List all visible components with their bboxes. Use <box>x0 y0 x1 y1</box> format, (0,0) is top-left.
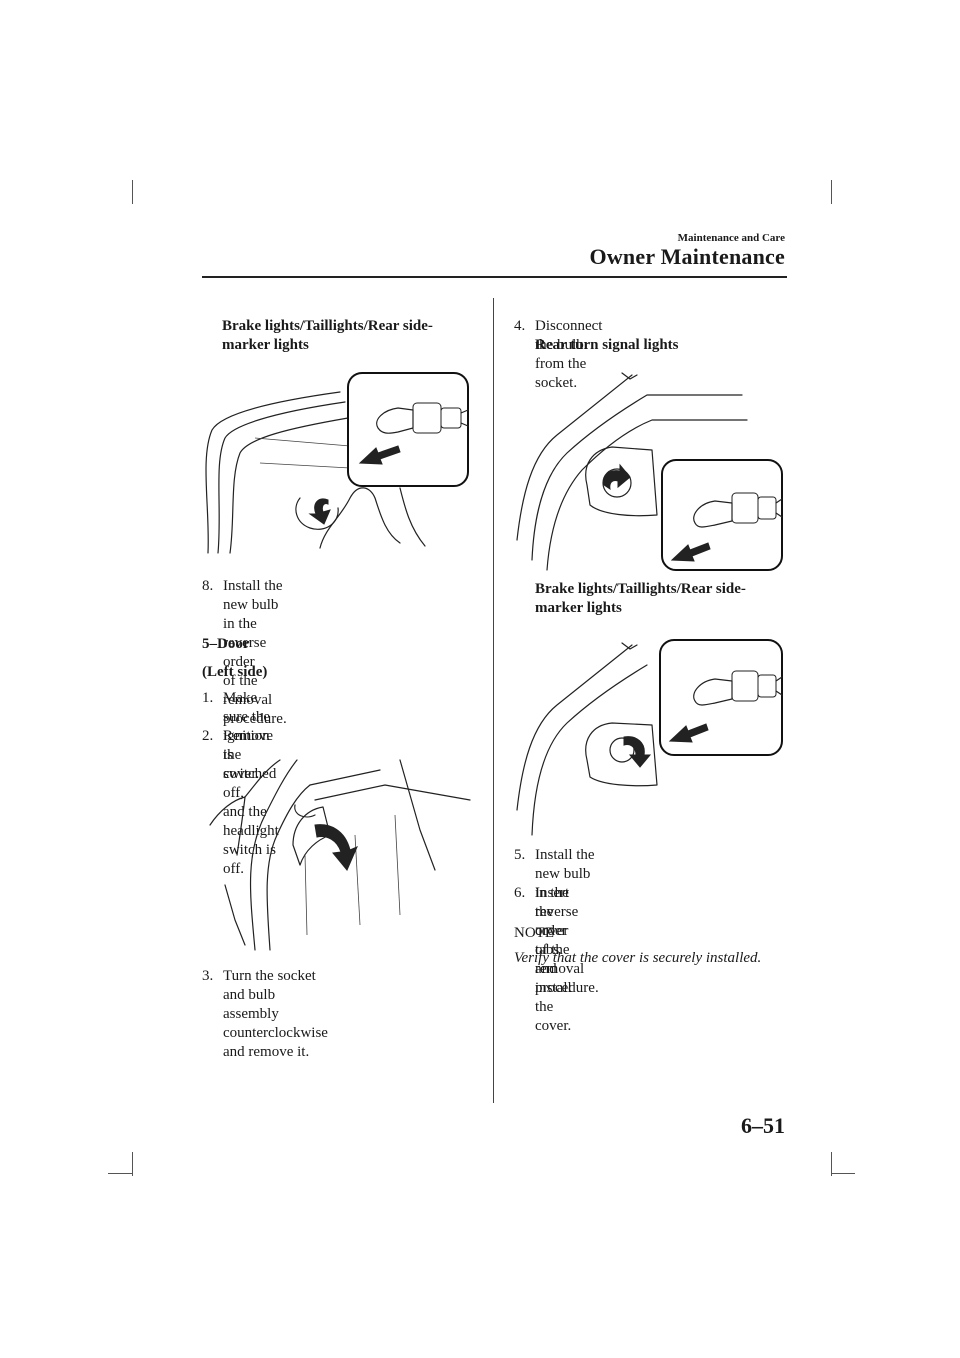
crop-mark <box>831 180 832 204</box>
brake-light-socket-illustration-2 <box>516 639 783 836</box>
figure-caption: Brake lights/Taillights/Rear side- marke… <box>535 581 746 616</box>
brake-light-socket-illustration <box>205 372 469 554</box>
crop-mark <box>132 1152 133 1176</box>
page-title: Owner Maintenance <box>589 244 785 269</box>
side-label: (Left side) <box>202 664 268 680</box>
section-label: Maintenance and Care <box>677 232 785 244</box>
note-label: NOTE <box>514 925 554 941</box>
note-text: Verify that the cover is securely instal… <box>514 950 762 966</box>
subsection-heading: 5–Door <box>202 636 250 652</box>
header-rule <box>202 276 787 278</box>
cover-removal-illustration <box>209 759 471 951</box>
crop-mark <box>132 180 133 204</box>
crop-mark <box>831 1152 832 1176</box>
column-divider <box>493 298 494 1103</box>
page-number: 6–51 <box>741 1113 785 1138</box>
figure-caption: Brake lights/Taillights/Rear side- marke… <box>222 318 433 353</box>
crop-mark <box>108 1173 132 1174</box>
turn-signal-socket-illustration <box>516 372 783 571</box>
figure-caption: Rear turn signal lights <box>535 337 679 353</box>
crop-mark <box>831 1173 855 1174</box>
